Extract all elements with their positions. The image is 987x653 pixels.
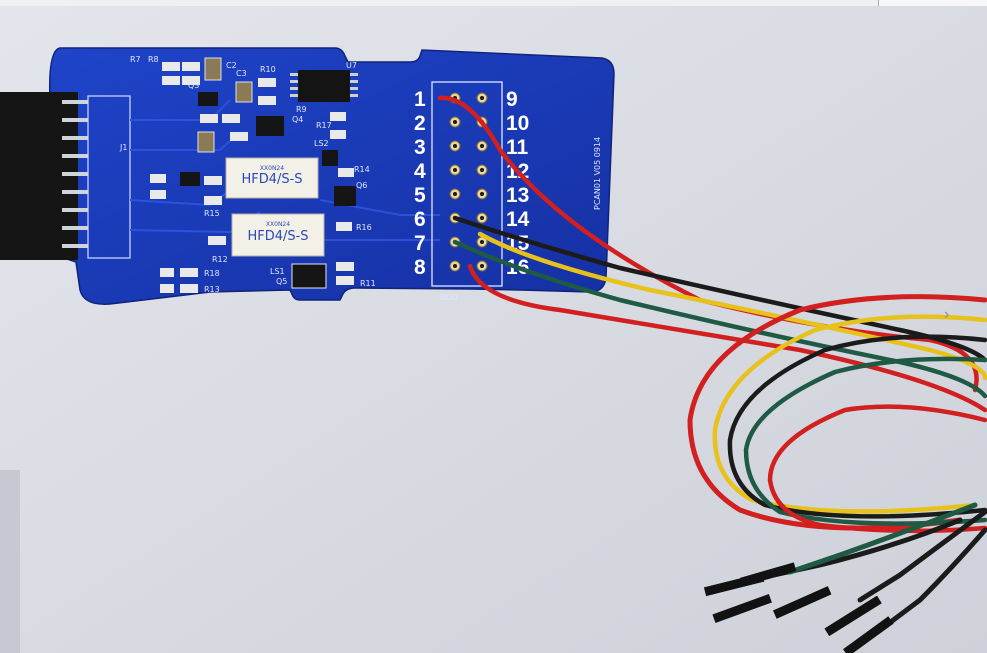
svg-text:R15: R15	[204, 209, 220, 218]
svg-text:R7: R7	[130, 55, 141, 64]
svg-text:Q5: Q5	[276, 277, 287, 286]
relay-2-code: XX0N24	[266, 221, 290, 228]
chip-u7-pins	[290, 73, 358, 97]
background-left-shadow	[0, 470, 20, 653]
screen-top-edge	[0, 0, 878, 6]
svg-text:Q4: Q4	[292, 115, 303, 124]
wire-end-3	[857, 509, 987, 603]
svg-text:R14: R14	[354, 165, 370, 174]
board-footer-label: BOO	[440, 293, 458, 302]
pin-numbers-left: 1 2 3 4 5 6 7 8	[414, 88, 426, 279]
board-version: PCAN01 V05 0914	[593, 137, 602, 210]
svg-text:3: 3	[414, 136, 426, 159]
wire-end-1	[757, 517, 963, 581]
svg-text:R17: R17	[316, 121, 332, 130]
wire-loop-red	[687, 294, 987, 531]
relay-1-code: XX0N24	[260, 165, 284, 172]
svg-text:R9: R9	[296, 105, 307, 114]
svg-text:4: 4	[414, 160, 426, 183]
wire-green-1	[452, 239, 987, 399]
svg-text:R12: R12	[212, 255, 228, 264]
wire-end-4	[877, 527, 987, 633]
relay-2-part: HFD4/S-S	[247, 229, 308, 244]
svg-text:C3: C3	[236, 69, 247, 78]
jumper-wires	[437, 95, 987, 633]
svg-text:9: 9	[506, 88, 518, 111]
connector-pins	[62, 100, 88, 248]
svg-text:2: 2	[414, 112, 426, 135]
wire-loop-black	[727, 334, 987, 519]
svg-text:R13: R13	[204, 285, 220, 294]
svg-text:R11: R11	[360, 279, 376, 288]
svg-text:R18: R18	[204, 269, 220, 278]
svg-text:J1: J1	[119, 143, 127, 152]
svg-text:Q3: Q3	[188, 81, 199, 90]
svg-text:10: 10	[506, 112, 529, 135]
silkscreen-refs: R7 R8 C2 R10 U7 R9 C3 Q3 Q4 R17 LS2 R14 …	[119, 55, 376, 294]
wire-black-1	[452, 215, 987, 363]
header-outline	[431, 81, 503, 287]
svg-text:R8: R8	[148, 55, 159, 64]
svg-text:13: 13	[506, 184, 529, 207]
svg-text:LS2: LS2	[314, 139, 329, 148]
wire-loop-yellow	[712, 314, 987, 514]
chip-u7	[298, 70, 350, 102]
connector-silkscreen	[87, 95, 131, 259]
next-arrow-icon[interactable]: ›	[944, 306, 950, 323]
relay-1: HFD4/S-S XX0N24	[225, 157, 319, 199]
svg-text:11: 11	[506, 136, 529, 159]
wire-end-2	[787, 502, 978, 575]
svg-text:R10: R10	[260, 65, 276, 74]
dupont-housings	[703, 562, 894, 653]
svg-text:LS1: LS1	[270, 267, 285, 276]
svg-text:R16: R16	[356, 223, 372, 232]
svg-text:8: 8	[414, 256, 426, 279]
wire-red-2	[467, 263, 987, 413]
svg-text:Q6: Q6	[356, 181, 367, 190]
relay-2: HFD4/S-S XX0N24	[231, 213, 325, 257]
relay-1-part: HFD4/S-S	[241, 172, 302, 187]
svg-text:6: 6	[414, 208, 426, 231]
svg-text:14: 14	[506, 208, 530, 231]
svg-text:C2: C2	[226, 61, 237, 70]
svg-text:5: 5	[414, 184, 426, 207]
smd-components	[150, 57, 356, 293]
svg-text:U7: U7	[346, 61, 357, 70]
svg-text:7: 7	[414, 232, 426, 255]
svg-text:1: 1	[414, 88, 426, 111]
wire-loop-green	[743, 356, 987, 526]
wire-loop-red-2	[767, 404, 987, 534]
